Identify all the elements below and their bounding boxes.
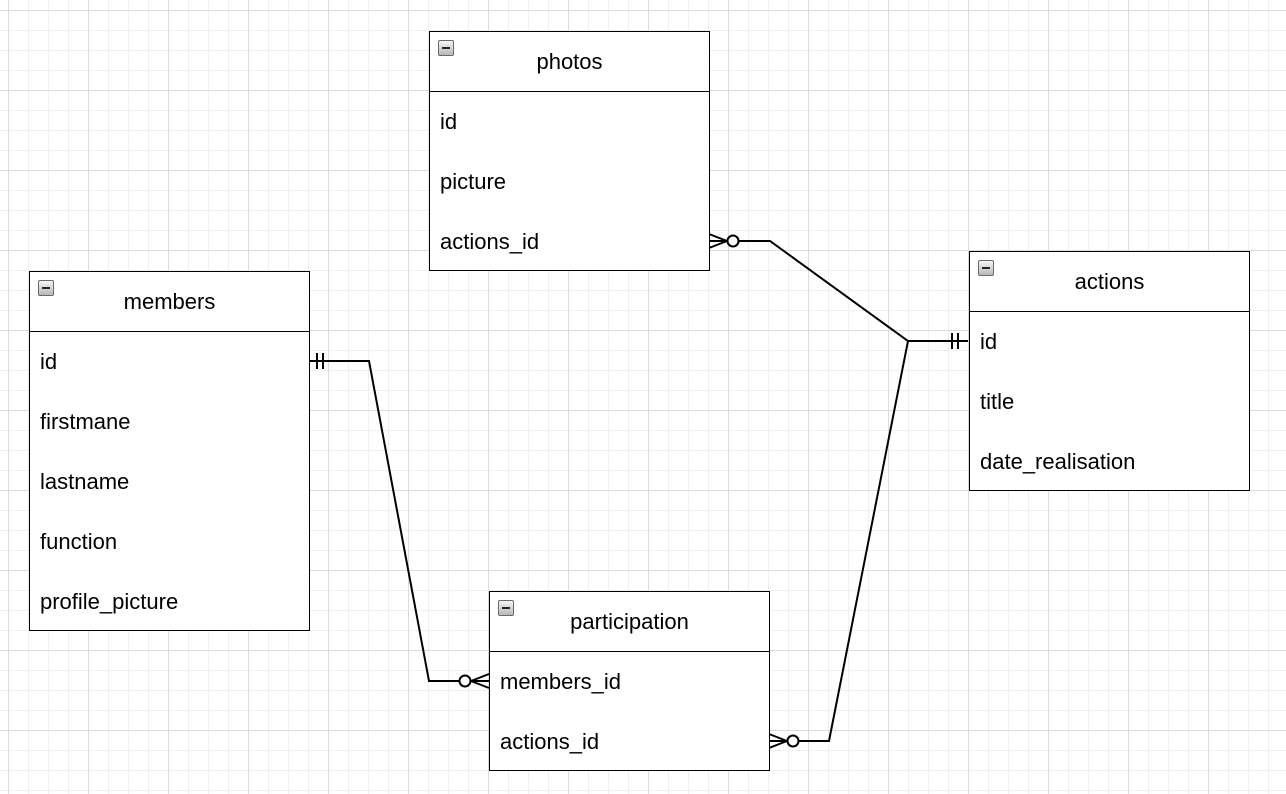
field-title[interactable]: title <box>980 389 1015 414</box>
entity-header: photos <box>430 32 709 92</box>
entity-header: participation <box>490 592 769 652</box>
field-id[interactable]: id <box>980 329 998 354</box>
relation-members-participation[interactable] <box>309 353 490 689</box>
collapse-icon[interactable] <box>38 280 54 296</box>
entity-photos[interactable]: photos id picture actions_id <box>429 31 710 271</box>
field-date-realisation[interactable]: date_realisation <box>980 449 1136 474</box>
entity-title[interactable]: photos <box>536 48 603 74</box>
field-members-id[interactable]: members_id <box>500 669 622 694</box>
collapse-icon[interactable] <box>978 260 994 276</box>
field-picture[interactable]: picture <box>440 169 507 194</box>
field-actions-id[interactable]: actions_id <box>440 229 540 254</box>
entity-header: actions <box>970 252 1249 312</box>
entity-participation[interactable]: participation members_id actions_id <box>489 591 770 771</box>
field-actions-id[interactable]: actions_id <box>500 729 600 754</box>
entity-members[interactable]: members id firstmane lastname function p… <box>29 271 310 631</box>
entity-actions[interactable]: actions id title date_realisation <box>969 251 1250 491</box>
entity-title[interactable]: participation <box>570 608 689 634</box>
field-function[interactable]: function <box>40 529 118 554</box>
entity-header: members <box>30 272 309 332</box>
entity-title[interactable]: members <box>123 288 216 314</box>
collapse-icon[interactable] <box>498 600 514 616</box>
field-id[interactable]: id <box>440 109 458 134</box>
relation-photos-actions[interactable] <box>708 233 968 349</box>
field-lastname[interactable]: lastname <box>40 469 130 494</box>
field-profile-picture[interactable]: profile_picture <box>40 589 179 614</box>
collapse-icon[interactable] <box>438 40 454 56</box>
field-firstmane[interactable]: firstmane <box>40 409 131 434</box>
field-id[interactable]: id <box>40 349 58 374</box>
entity-title[interactable]: actions <box>1074 268 1145 294</box>
relation-participation-actions[interactable] <box>768 340 909 749</box>
